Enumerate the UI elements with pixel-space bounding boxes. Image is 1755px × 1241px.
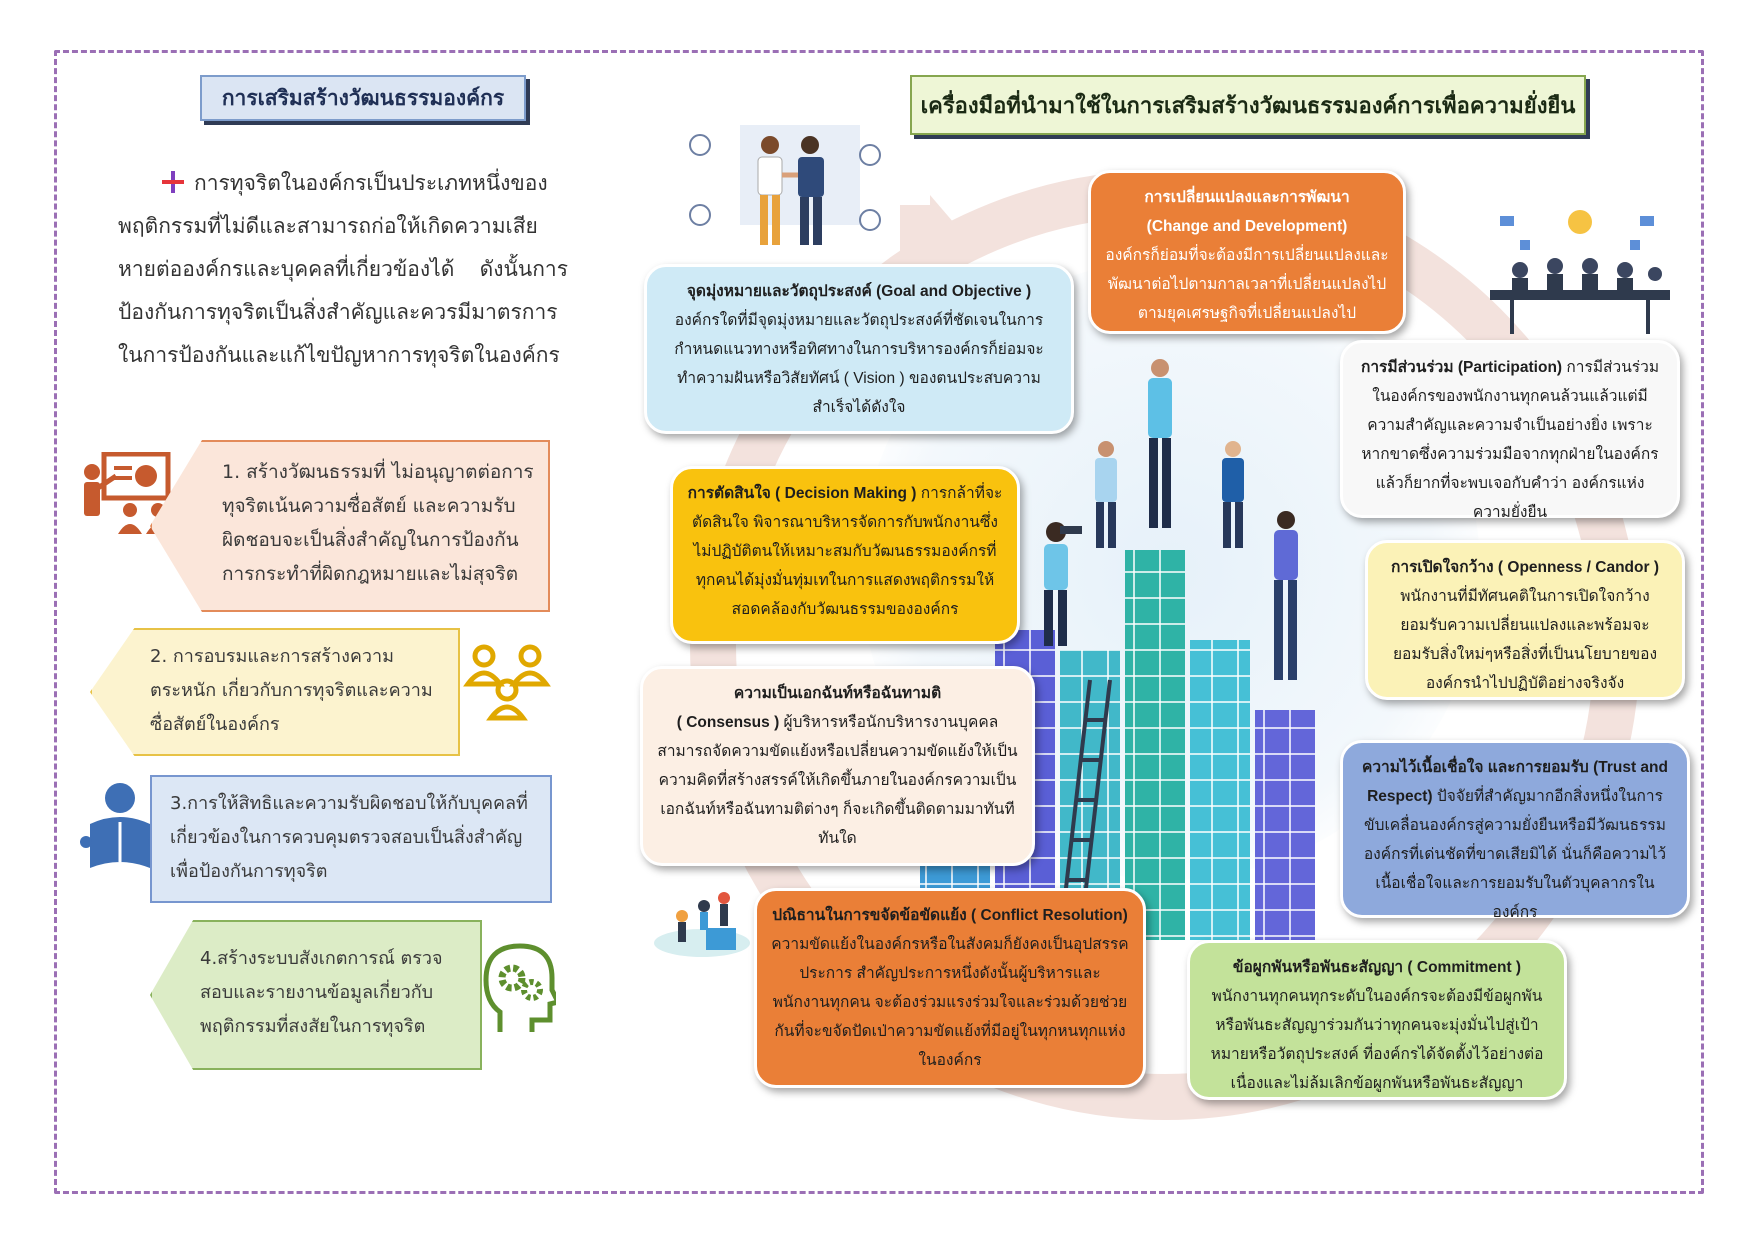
card-arrow-shape [150,920,482,1070]
bubble-body: การมีส่วนร่วมในองค์กรของพนักงานทุกคนล้วน… [1361,359,1660,521]
bubble-body: ผู้บริหารหรือนักบริหารงานบุคคลสามารถจัดค… [657,714,1018,847]
card-arrow-shape [150,440,550,612]
measure-card-3: 3.การให้สิทธิและความรับผิดชอบให้กับบุคคล… [150,775,552,903]
card-shape [150,775,552,903]
bubble-body: ความขัดแย้งในองค์กรหรือในสังคมก็ยังคงเป็… [771,936,1129,1069]
bubble-heading: ข้อผูกพันหรือพันธะสัญญา ( Commitment ) [1232,959,1522,976]
left-section-title: การเสริมสร้างวัฒนธรรมองค์กร [200,75,526,121]
bubble-body: พนักงานที่มีทัศนคติในการเปิดใจกว้างยอมรั… [1392,588,1658,692]
bubble-heading: การมีส่วนร่วม (Participation) [1360,359,1563,376]
head-gears-icon [482,940,562,1036]
teamwork-illustration [652,888,752,958]
climbing-figure [1262,510,1312,695]
reader-icon [80,780,160,876]
change-development-bubble: การเปลี่ยนแปลงและการพัฒนา (Change and De… [1088,170,1406,334]
meeting-illustration [1480,200,1680,340]
card-text: 1. สร้างวัฒนธรรมที่ ไม่อนุญาตต่อการทุจริ… [222,461,534,585]
consensus-bubble: ความเป็นเอกฉันท์หรือฉันทามติ ( Consensus… [640,666,1035,866]
card-text: 4.สร้างระบบสังเกตการณ์ ตรวจสอบและรายงานข… [200,948,443,1037]
bubble-body: ปัจจัยที่สำคัญมากอีกสิ่งหนึ่งในการขับเคล… [1363,788,1667,921]
bubble-heading: จุดมุ่งหมายและวัตถุประสงค์ (Goal and Obj… [686,283,1032,300]
card-text: 2. การอบรมและการสร้างความตระหนัก เกี่ยวก… [150,646,433,735]
participation-bubble: การมีส่วนร่วม (Participation) การมีส่วนร… [1340,340,1680,521]
bubble-heading: ความไว้เนื้อเชื่อใจ และการยอมรับ (Trust … [1361,759,1668,805]
intro-text: การทุจริตในองค์กรเป็นประเภทหนึ่งของพฤติก… [118,171,568,367]
right-section-title: เครื่องมือที่นำมาใช้ในการเสริมสร้างวัฒนธ… [910,75,1586,135]
woman-telescope-figure [1030,520,1090,655]
businessman-figure-2 [1215,440,1251,555]
card-text: 3.การให้สิทธิและความรับผิดชอบให้กับบุคคล… [170,793,528,882]
trust-respect-bubble: ความไว้เนื้อเชื่อใจ และการยอมรับ (Trust … [1340,740,1690,921]
measure-card-2: 2. การอบรมและการสร้างความตระหนัก เกี่ยวก… [90,628,460,756]
bubble-heading: การตัดสินใจ ( Decision Making ) [687,485,917,502]
bubble-body: องค์กรก็ย่อมที่จะต้องมีการเปลี่ยนแปลงและ… [1105,247,1389,322]
conflict-resolution-bubble: ปณิธานในการขจัดข้อขัดแย้ง ( Conflict Res… [754,888,1146,1088]
curved-arrow-icon [900,195,960,265]
commitment-bubble: ข้อผูกพันหรือพันธะสัญญา ( Commitment ) พ… [1187,940,1567,1100]
businessman-figure [1088,440,1124,555]
bubble-body: การกล้าที่จะตัดสินใจ พิจารณาบริหารจัดการ… [692,485,1003,618]
card-arrow-shape [90,628,460,756]
measure-card-1: 1. สร้างวัฒนธรรมที่ ไม่อนุญาตต่อการทุจริ… [150,440,550,612]
bubble-heading: ความเป็นเอกฉันท์หรือฉันทามติ [733,685,942,702]
intro-paragraph: การทุจริตในองค์กรเป็นประเภทหนึ่งของพฤติก… [118,162,568,377]
cross-bullet-icon [162,171,184,193]
measure-card-4: 4.สร้างระบบสังเกตการณ์ ตรวจสอบและรายงานข… [150,920,482,1070]
bubble-body: พนักงานทุกคนทุกระดับในองค์กรจะต้องมีข้อผ… [1210,988,1544,1092]
leader-figure [1140,358,1180,543]
decision-making-bubble: การตัดสินใจ ( Decision Making ) การกล้าท… [670,466,1020,644]
bubble-heading: การเปลี่ยนแปลงและการพัฒนา [1144,189,1350,206]
bubble-heading-english: ( Consensus ) [676,714,780,731]
page-frame [54,50,1704,1194]
handshake-illustration [670,105,890,265]
bubble-heading: การเปิดใจกว้าง ( Openness / Candor ) [1391,559,1659,576]
bubble-heading-english: (Change and Development) [1146,218,1348,235]
openness-candor-bubble: การเปิดใจกว้าง ( Openness / Candor ) พนั… [1365,540,1685,700]
goal-objective-bubble: จุดมุ่งหมายและวัตถุประสงค์ (Goal and Obj… [644,264,1074,434]
presentation-icon [78,451,174,540]
bubble-body: องค์กรใดที่มีจุดมุ่งหมายและวัตถุประสงค์ท… [674,312,1044,416]
bubble-heading: ปณิธานในการขจัดข้อขัดแย้ง ( Conflict Res… [772,907,1128,924]
team-icon [462,640,552,732]
